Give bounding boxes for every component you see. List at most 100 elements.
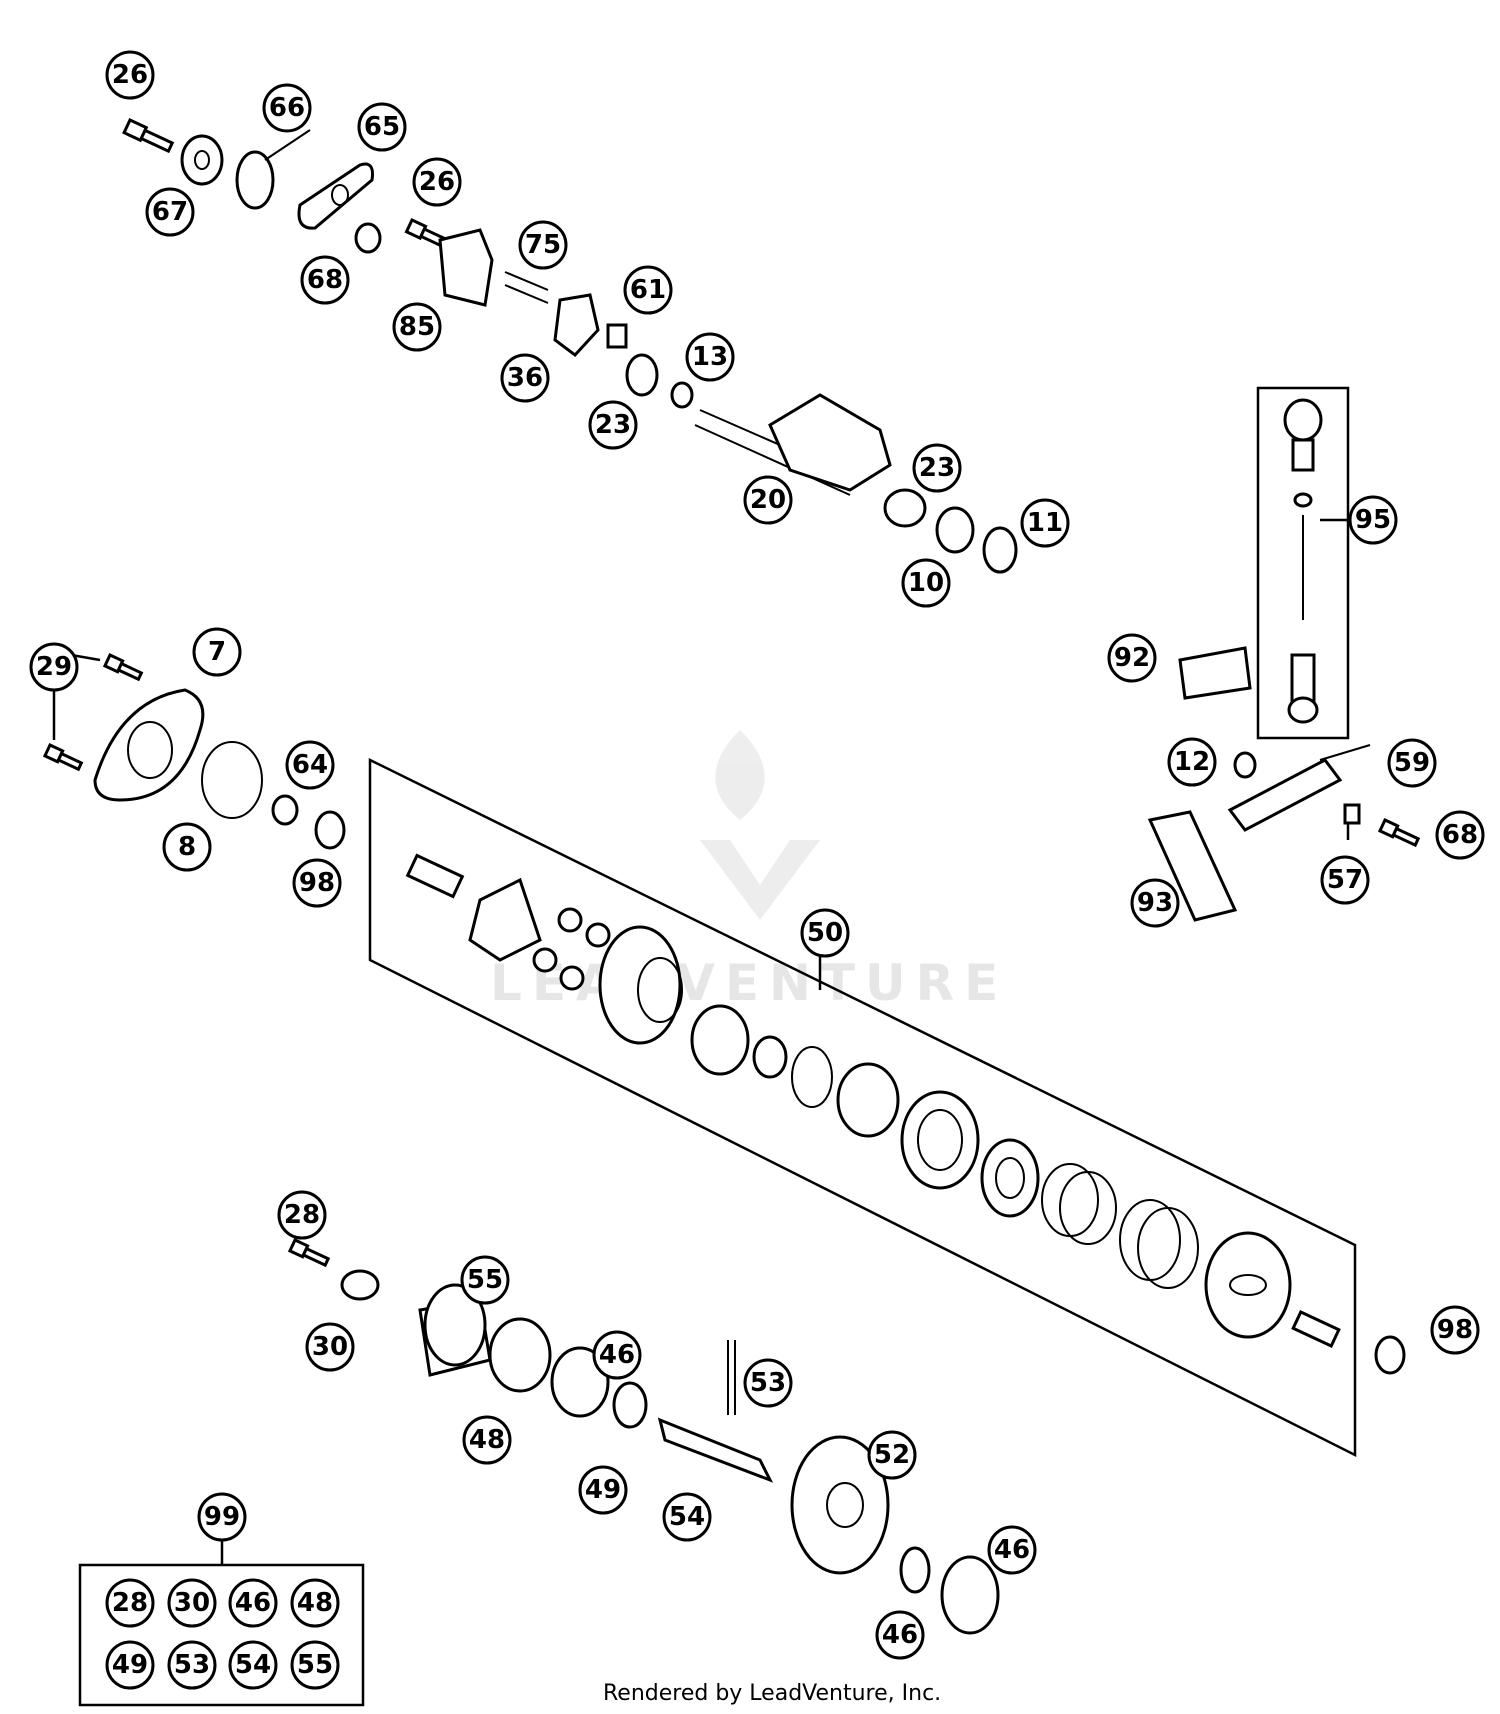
callout-57[interactable]: 57 [1320, 855, 1370, 905]
svg-text:53: 53 [750, 1368, 786, 1398]
callout-11[interactable]: 11 [1020, 498, 1070, 548]
part-95-frame [1256, 386, 1350, 740]
svg-text:10: 10 [908, 568, 944, 598]
cover-7 [93, 688, 205, 802]
callout-28[interactable]: 28 [277, 1190, 327, 1240]
callout-20[interactable]: 20 [743, 475, 793, 525]
assembly-50-parts [405, 853, 1341, 1349]
callout-99[interactable]: 99 [197, 1492, 247, 1542]
washer-67 [180, 134, 224, 186]
svg-text:46: 46 [994, 1535, 1030, 1565]
svg-text:23: 23 [595, 410, 631, 440]
callout-66[interactable]: 66 [262, 83, 312, 133]
callout-52[interactable]: 52 [867, 1430, 917, 1480]
kit-part-30[interactable]: 30 [167, 1578, 217, 1628]
spring-66 [235, 150, 275, 210]
svg-text:92: 92 [1114, 643, 1150, 673]
callout-92[interactable]: 92 [1107, 633, 1157, 683]
lever-36 [553, 293, 600, 358]
callout-23-upper[interactable]: 23 [588, 400, 638, 450]
svg-text:67: 67 [152, 197, 188, 227]
kit-part-49[interactable]: 49 [105, 1640, 155, 1690]
callout-46-b[interactable]: 46 [987, 1525, 1037, 1575]
callout-7[interactable]: 7 [192, 627, 242, 677]
svg-text:30: 30 [174, 1588, 210, 1618]
callout-49[interactable]: 49 [578, 1465, 628, 1515]
seal-10 [935, 506, 975, 554]
svg-text:11: 11 [1027, 508, 1063, 538]
callouts: 26 66 65 67 68 26 75 85 61 36 13 23 20 2… [29, 50, 1485, 1660]
nut-57 [1343, 803, 1361, 825]
kit-part-48[interactable]: 48 [290, 1578, 340, 1628]
callout-67[interactable]: 67 [145, 187, 195, 237]
leaders [52, 518, 1350, 1565]
callout-61[interactable]: 61 [623, 265, 673, 315]
callout-54[interactable]: 54 [662, 1492, 712, 1542]
callout-48[interactable]: 48 [462, 1415, 512, 1465]
callout-36[interactable]: 36 [500, 353, 550, 403]
bushing-23-upper [625, 353, 659, 397]
lever-59 [1227, 758, 1343, 832]
callout-68-right[interactable]: 68 [1435, 810, 1485, 860]
callout-26-mid[interactable]: 26 [412, 157, 462, 207]
svg-text:12: 12 [1174, 747, 1210, 777]
callout-12[interactable]: 12 [1167, 737, 1217, 787]
washer-30 [340, 1269, 380, 1301]
callout-26[interactable]: 26 [105, 50, 155, 100]
svg-text:48: 48 [297, 1588, 333, 1618]
callout-8[interactable]: 8 [162, 822, 212, 872]
callout-93[interactable]: 93 [1130, 878, 1180, 928]
bolt-68-right [1377, 818, 1421, 848]
callout-29[interactable]: 29 [29, 642, 79, 692]
svg-text:66: 66 [269, 93, 305, 123]
bracket-85 [438, 228, 494, 307]
svg-text:8: 8 [178, 832, 196, 862]
svg-text:68: 68 [307, 265, 343, 295]
svg-text:26: 26 [419, 167, 455, 197]
svg-text:54: 54 [235, 1650, 271, 1680]
svg-text:26: 26 [112, 60, 148, 90]
callout-46-a[interactable]: 46 [592, 1330, 642, 1380]
svg-text:23: 23 [919, 453, 955, 483]
callout-46-c[interactable]: 46 [875, 1610, 925, 1660]
circlip-46 [899, 1546, 931, 1594]
callout-10[interactable]: 10 [901, 558, 951, 608]
callout-13[interactable]: 13 [685, 332, 735, 382]
svg-text:30: 30 [312, 1332, 348, 1362]
callout-85[interactable]: 85 [392, 302, 442, 352]
callout-75[interactable]: 75 [518, 220, 568, 270]
callout-98-right[interactable]: 98 [1430, 1305, 1480, 1355]
kit-part-55[interactable]: 55 [290, 1640, 340, 1690]
gasket-8 [201, 741, 263, 819]
callout-50[interactable]: 50 [800, 908, 850, 958]
callout-68[interactable]: 68 [300, 255, 350, 305]
shift-shaft-20 [694, 393, 892, 496]
callout-53[interactable]: 53 [743, 1358, 793, 1408]
callout-98-left[interactable]: 98 [292, 858, 342, 908]
svg-text:75: 75 [525, 230, 561, 260]
kit-part-28[interactable]: 28 [105, 1578, 155, 1628]
bearing-46-bottom [940, 1555, 1000, 1635]
callout-55[interactable]: 55 [460, 1255, 510, 1305]
svg-text:85: 85 [399, 312, 435, 342]
svg-text:36: 36 [507, 363, 543, 393]
callout-30[interactable]: 30 [305, 1322, 355, 1372]
callout-23-lower[interactable]: 23 [912, 443, 962, 493]
callout-64[interactable]: 64 [285, 740, 335, 790]
circlip-49 [612, 1381, 648, 1429]
upper-parts [122, 118, 1018, 574]
svg-text:65: 65 [364, 112, 400, 142]
kit-part-46[interactable]: 46 [228, 1578, 278, 1628]
svg-text:49: 49 [585, 1475, 621, 1505]
kit-part-54[interactable]: 54 [228, 1640, 278, 1690]
kit-part-53[interactable]: 53 [167, 1640, 217, 1690]
kit-99-contents: 28 30 46 48 49 53 54 55 [105, 1578, 340, 1690]
callout-95[interactable]: 95 [1348, 495, 1398, 545]
callout-65[interactable]: 65 [357, 102, 407, 152]
svg-text:48: 48 [469, 1425, 505, 1455]
callout-59[interactable]: 59 [1387, 738, 1437, 788]
bearing-46-lower [550, 1346, 610, 1418]
svg-text:93: 93 [1137, 888, 1173, 918]
svg-text:64: 64 [292, 750, 328, 780]
